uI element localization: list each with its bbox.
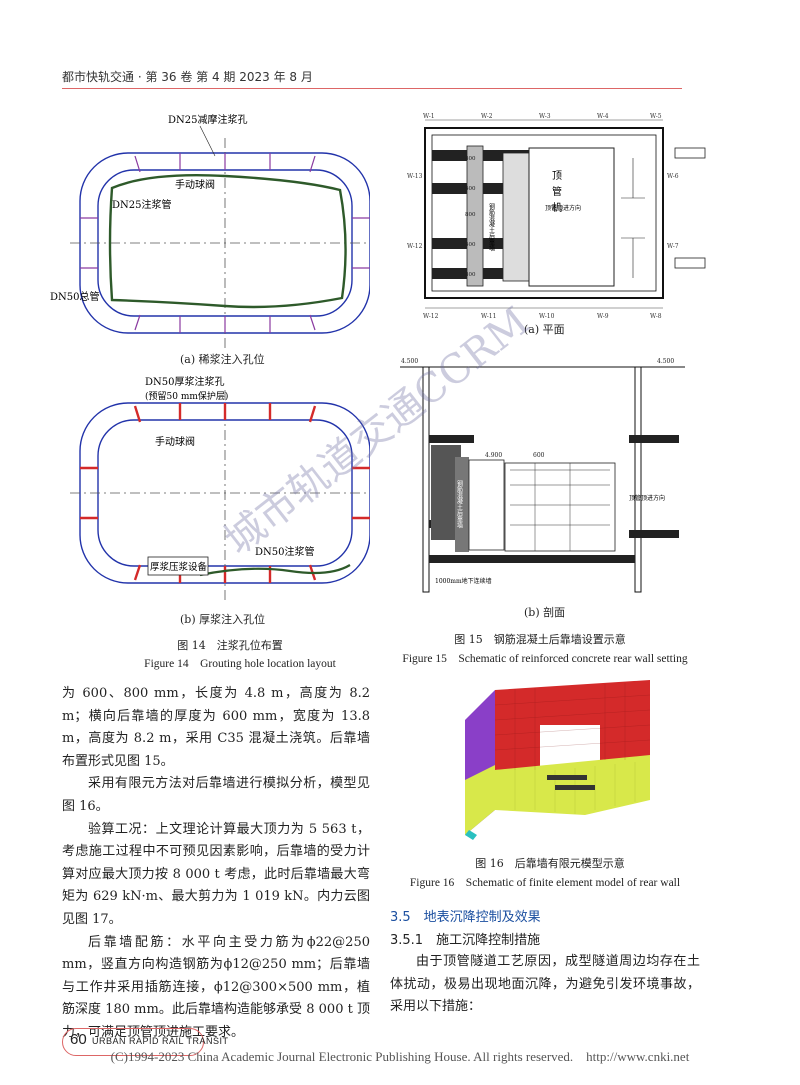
label-protect: (预留50 mm保护层): [145, 390, 228, 402]
direction-label-a: 顶管顶进方向: [545, 204, 581, 212]
figure-16: [465, 680, 651, 840]
fig14a-caption: (a) 稀浆注入孔位: [180, 353, 265, 366]
fig16-caption-cn: 图 16 后靠墙有限元模型示意: [475, 857, 625, 870]
label-valve-a: 手动球阀: [175, 178, 215, 191]
direction-label-b: 顶管顶进方向: [629, 494, 665, 502]
figure-15b: 4.500 4.500 4.900 600 钢筋混凝土后靠墙 顶管顶进方向 10…: [400, 358, 685, 593]
fig14-caption-cn: 图 14 注浆孔位布置: [177, 639, 283, 652]
section-3-5: 3.5 地表沉降控制及效果: [390, 910, 541, 925]
bottom-note: 1000mm地下连续墙: [435, 577, 492, 585]
fig14-caption-en: Figure 14 Grouting hole location layout: [144, 658, 336, 670]
axis-top-1: W-2: [481, 113, 493, 120]
figure-14a: DN25减摩注浆孔 手动球阀 DN25注浆管 DN50总管: [50, 113, 370, 348]
level-right: 4.500: [657, 358, 674, 365]
copyright-line: (C)1994-2023 China Academic Journal Elec…: [110, 1049, 690, 1064]
axis-bottom-3: W-9: [597, 313, 609, 320]
fig15-caption-en: Figure 15 Schematic of reinforced concre…: [402, 653, 688, 665]
axis-top-3: W-4: [597, 113, 609, 120]
dim-3: 600: [465, 242, 476, 248]
body-right-p1: 由于顶管隧道工艺原因，成型隧道周边均存在土体扰动，极易出现地面沉降，为避免引发环…: [390, 954, 700, 1015]
axis-left-1: W-12: [407, 243, 423, 250]
header-rule: [62, 88, 682, 89]
axis-right-1: W-7: [667, 243, 679, 250]
fig15b-caption: (b) 剖面: [524, 606, 566, 619]
axis-top-2: W-3: [539, 113, 551, 120]
dim-0: 800: [465, 156, 476, 162]
wall-label-a: 钢筋混凝土后靠墙: [488, 202, 495, 252]
dim-600: 600: [533, 452, 545, 459]
dim-4: 800: [465, 272, 476, 278]
journal-english-name: URBAN RAPID RAIL TRANSIT: [92, 1036, 229, 1046]
figure-14b: DN50厚浆注浆孔 (预留50 mm保护层) 手动球阀 厚浆压浆设备 DN50注…: [70, 375, 370, 600]
label-dn50-main: DN50总管: [50, 290, 100, 303]
label-dn25-reduce: DN25减摩注浆孔: [168, 113, 248, 126]
machine-label: 顶管机: [550, 170, 562, 218]
body-left-p3: 验算工况：上文理论计算最大顶力为 5 563 t，考虑施工过程中不可预见因素影响…: [62, 821, 370, 927]
axis-bottom-4: W-8: [650, 313, 662, 320]
wall-label-b: 钢筋混凝土后靠墙: [456, 479, 463, 529]
dim-2: 800: [465, 212, 476, 218]
journal-header: 都市快轨交通 · 第 36 卷 第 4 期 2023 年 8 月: [62, 70, 313, 84]
axis-bottom-0: W-12: [423, 313, 439, 320]
dim-1: 600: [465, 186, 476, 192]
label-valve-b: 手动球阀: [155, 435, 195, 448]
fig15a-caption: (a) 平面: [524, 323, 565, 336]
body-left-p4: 后靠墙配筋：水平向主受力筋为ϕ22@250 mm，竖直方向构造钢筋为ϕ12@25…: [62, 934, 370, 1040]
body-right: 由于顶管隧道工艺原因，成型隧道周边均存在土体扰动，极易出现地面沉降，为避免引发环…: [390, 951, 700, 1019]
label-dn50-pipe: DN50注浆管: [255, 545, 315, 558]
axis-bottom-2: W-10: [539, 313, 555, 320]
level-left: 4.500: [401, 358, 418, 365]
section-3-5-1: 3.5.1 施工沉降控制措施: [390, 933, 541, 948]
axis-right-0: W-6: [667, 173, 679, 180]
fig15-caption-cn: 图 15 钢筋混凝土后靠墙设置示意: [454, 633, 626, 646]
body-left-p2: 采用有限元方法对后靠墙进行模拟分析，模型见图 16。: [62, 776, 370, 814]
body-left: 为 600、800 mm，长度为 4.8 m，高度为 8.2 m；横向后靠墙的厚…: [62, 683, 370, 1045]
axis-top-4: W-5: [650, 113, 662, 120]
axis-top-0: W-1: [423, 113, 435, 120]
body-left-p1: 为 600、800 mm，长度为 4.8 m，高度为 8.2 m；横向后靠墙的厚…: [62, 686, 370, 769]
page-number: 60: [70, 1031, 87, 1048]
label-dn25-pipe: DN25注浆管: [112, 198, 172, 211]
footer-badge: [62, 1028, 204, 1056]
axis-bottom-1: W-11: [481, 313, 496, 320]
fig16-caption-en: Figure 16 Schematic of finite element mo…: [409, 877, 681, 889]
axis-left-0: W-13: [407, 173, 423, 180]
fig14b-caption: (b) 厚浆注入孔位: [180, 613, 266, 626]
label-dn50-thick: DN50厚浆注浆孔: [145, 375, 225, 388]
label-pump: 厚浆压浆设备: [150, 561, 208, 573]
level-mid: 4.900: [485, 452, 502, 459]
figure-15a: W-1 W-2 W-3 W-4 W-5 W-12 W-11 W-10 W-9 W…: [407, 113, 706, 320]
